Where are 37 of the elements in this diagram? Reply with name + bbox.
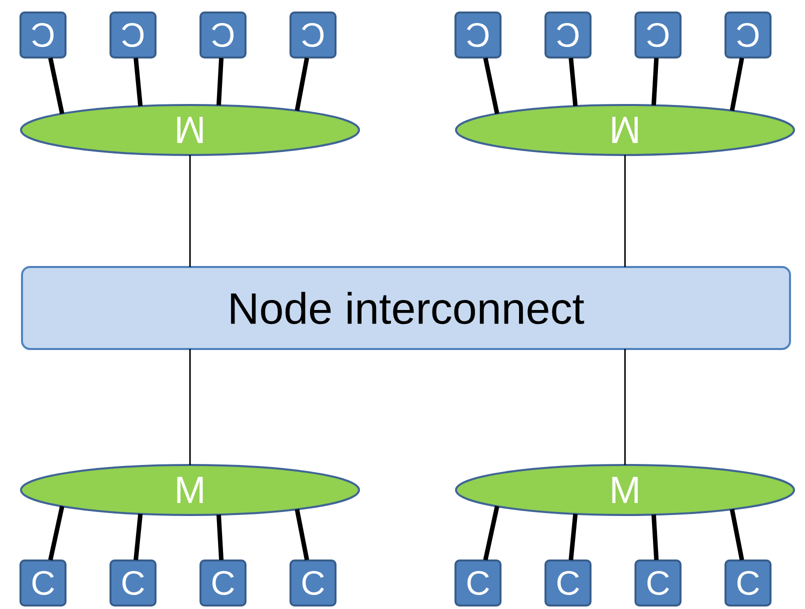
connector-line bbox=[624, 348, 626, 465]
connector-line bbox=[651, 514, 659, 560]
connector-line bbox=[216, 514, 224, 560]
core-box: C bbox=[634, 12, 682, 58]
connector-line bbox=[568, 58, 578, 106]
connector-line bbox=[483, 58, 500, 114]
core-box: C bbox=[290, 12, 336, 58]
core-box: C bbox=[454, 559, 502, 606]
core-box: C bbox=[454, 12, 502, 58]
connector-line bbox=[134, 514, 143, 560]
connector-line bbox=[189, 154, 191, 267]
interconnect-bar: Node interconnect bbox=[21, 266, 791, 350]
core-box: C bbox=[634, 559, 682, 606]
core-box: C bbox=[544, 12, 592, 58]
connector-line bbox=[651, 58, 659, 106]
connector-line bbox=[730, 58, 744, 112]
connector-line bbox=[294, 508, 310, 560]
core-box: C bbox=[110, 559, 156, 606]
connector-line bbox=[730, 508, 744, 560]
core-box: C bbox=[110, 12, 156, 58]
connector-line bbox=[216, 58, 224, 106]
core-box: C bbox=[20, 559, 66, 606]
core-box: C bbox=[200, 12, 246, 58]
connector-line bbox=[48, 58, 64, 114]
connector-line bbox=[568, 514, 578, 560]
core-box: C bbox=[200, 559, 246, 606]
connector-line bbox=[294, 58, 310, 112]
core-box: C bbox=[724, 12, 772, 58]
connector-line bbox=[483, 506, 500, 560]
core-box: C bbox=[20, 12, 66, 58]
core-box: C bbox=[724, 559, 772, 606]
connector-line bbox=[134, 58, 143, 106]
core-box: C bbox=[290, 559, 336, 606]
core-box: C bbox=[544, 559, 592, 606]
connector-line bbox=[48, 506, 64, 560]
connector-line bbox=[624, 154, 626, 267]
connector-line bbox=[189, 348, 191, 465]
